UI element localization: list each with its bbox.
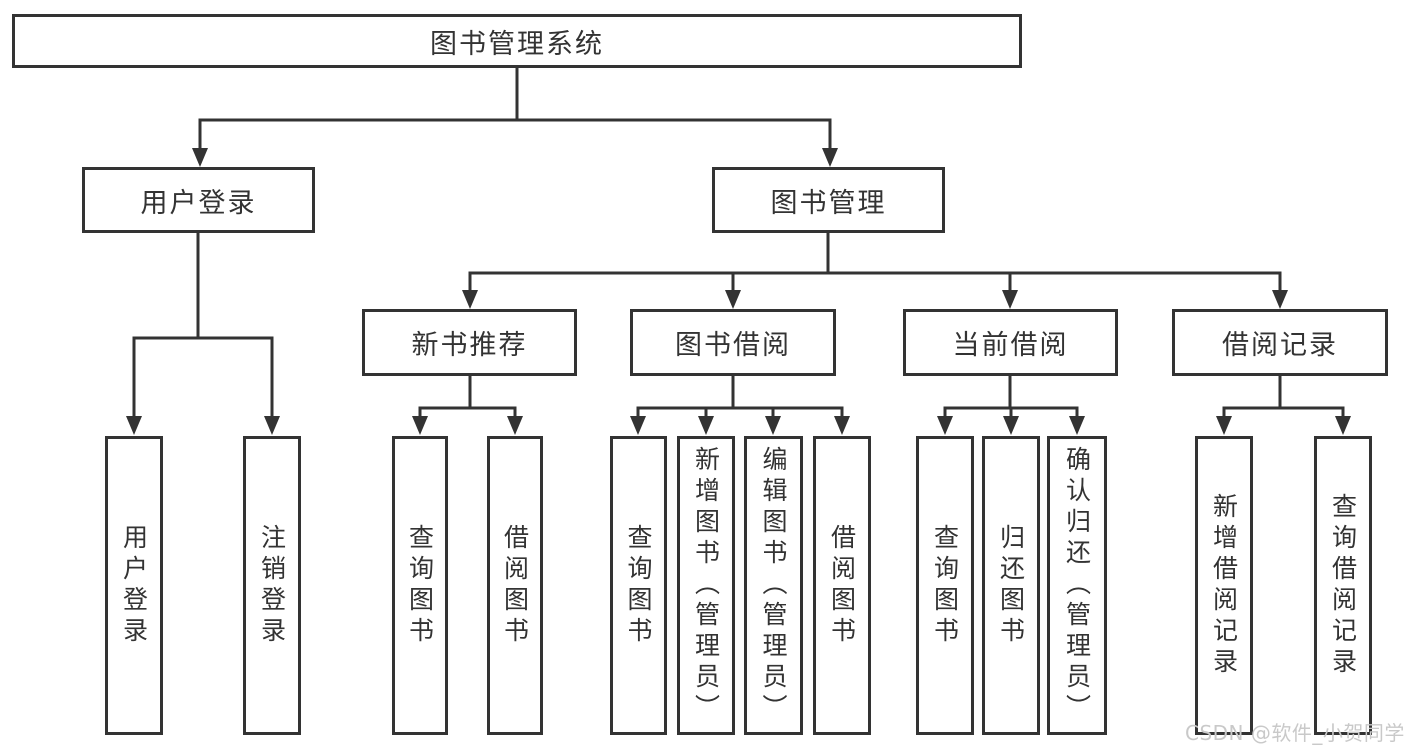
node-label: 图书管理系统 — [430, 28, 604, 60]
node-label: 用户登录 — [140, 187, 257, 219]
node-new-book-recommendation: 新书推荐 — [362, 309, 577, 376]
node-label: 借阅记录 — [1222, 330, 1338, 361]
arrow-down-icon — [630, 416, 646, 435]
node-label: 查询图书 — [405, 523, 435, 648]
leaf-query-books-recommend: 查询图书 — [392, 436, 448, 735]
arrow-down-icon — [1069, 416, 1085, 435]
node-label: 借阅图书 — [827, 523, 857, 648]
node-book-management: 图书管理 — [712, 167, 945, 233]
leaf-query-books-current: 查询图书 — [916, 436, 974, 735]
node-borrowing-records: 借阅记录 — [1172, 309, 1388, 376]
arrow-down-icon — [264, 416, 280, 435]
node-current-borrowing: 当前借阅 — [903, 309, 1118, 376]
watermark: CSDN @软件_小贺同学 — [1185, 721, 1405, 745]
node-label: 归还图书 — [996, 523, 1026, 648]
node-label: 用户登录 — [119, 523, 149, 648]
arrow-down-icon — [698, 416, 714, 435]
node-label: 查询图书 — [624, 523, 653, 648]
arrow-down-icon — [462, 290, 478, 309]
leaf-query-books-borrowing: 查询图书 — [610, 436, 667, 735]
arrow-down-icon — [1002, 290, 1018, 309]
arrow-down-icon — [1003, 416, 1019, 435]
node-label: 编辑图书（管理员） — [759, 446, 788, 725]
leaf-user-login: 用户登录 — [105, 436, 163, 735]
node-label: 图书管理 — [770, 187, 887, 219]
leaf-add-borrow-record: 新增借阅记录 — [1195, 436, 1253, 735]
arrow-down-icon — [725, 290, 741, 309]
node-label: 当前借阅 — [952, 330, 1069, 361]
leaf-add-books-admin: 新增图书（管理员） — [677, 436, 735, 735]
arrow-down-icon — [1272, 290, 1288, 309]
node-label: 图书借阅 — [675, 330, 791, 361]
arrow-down-icon — [412, 416, 428, 435]
node-label: 借阅图书 — [500, 523, 530, 648]
node-label: 注销登录 — [257, 523, 287, 648]
arrow-down-icon — [834, 416, 850, 435]
node-label: 新增借阅记录 — [1209, 492, 1239, 679]
node-label: 查询借阅记录 — [1328, 492, 1358, 679]
node-label: 确认归还（管理员） — [1062, 446, 1092, 725]
arrow-down-icon — [937, 416, 953, 435]
leaf-borrow-books-recommend: 借阅图书 — [487, 436, 543, 735]
leaf-query-borrow-record: 查询借阅记录 — [1314, 436, 1372, 735]
arrow-down-icon — [1216, 416, 1232, 435]
node-book-borrowing: 图书借阅 — [630, 309, 836, 376]
node-label: 新增图书（管理员） — [691, 446, 721, 725]
node-label: 查询图书 — [930, 523, 960, 648]
leaf-logout: 注销登录 — [243, 436, 301, 735]
arrow-down-icon — [507, 416, 523, 435]
leaf-return-books: 归还图书 — [982, 436, 1040, 735]
leaf-confirm-return-admin: 确认归还（管理员） — [1047, 436, 1107, 735]
leaf-borrow-books: 借阅图书 — [813, 436, 871, 735]
leaf-edit-books-admin: 编辑图书（管理员） — [744, 436, 803, 735]
arrow-down-icon — [126, 416, 142, 435]
arrow-down-icon — [192, 148, 208, 167]
node-library-management-system: 图书管理系统 — [12, 14, 1022, 68]
arrow-down-icon — [765, 416, 781, 435]
arrow-down-icon — [822, 148, 838, 167]
node-user-login: 用户登录 — [82, 167, 315, 233]
arrow-down-icon — [1335, 416, 1351, 435]
node-label: 新书推荐 — [411, 330, 528, 361]
